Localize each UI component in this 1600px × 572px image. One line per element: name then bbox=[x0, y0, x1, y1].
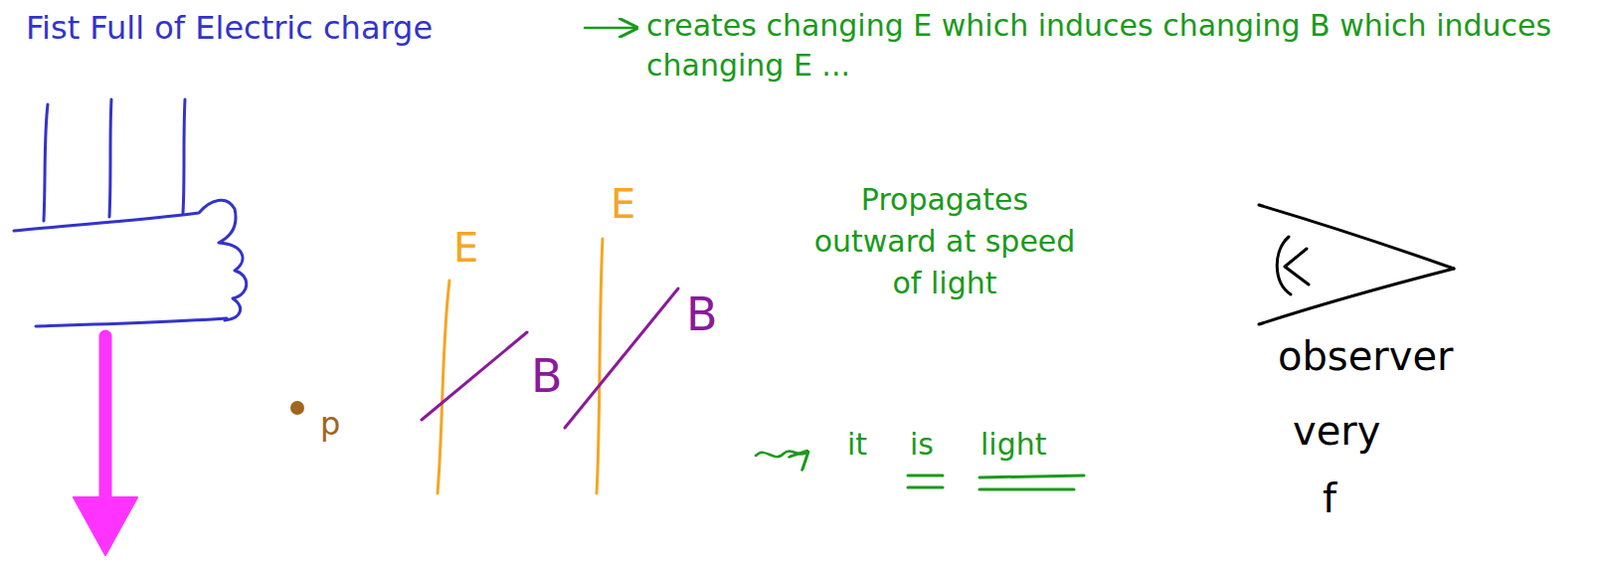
observer-note: f bbox=[1322, 475, 1337, 522]
hand-outline bbox=[13, 199, 247, 321]
conclusion-word: light bbox=[980, 427, 1048, 463]
wrist-line bbox=[35, 318, 227, 327]
point-label: p bbox=[320, 405, 341, 443]
arrow bbox=[584, 26, 637, 30]
finger-line bbox=[109, 99, 112, 217]
eye-drawing bbox=[1258, 204, 1454, 325]
b-field-lines bbox=[421, 288, 679, 428]
field-symbol: B bbox=[686, 288, 718, 342]
propagation-note: Propagates outward at speed of light bbox=[795, 178, 1094, 305]
finger-line bbox=[43, 104, 48, 221]
field-symbol: E bbox=[610, 180, 636, 227]
explanation-note: creates changing E which induces changin… bbox=[646, 5, 1562, 86]
conclusion-word: it bbox=[847, 427, 868, 463]
conclusion-word: is bbox=[909, 427, 934, 463]
squiggle-arrow bbox=[755, 450, 808, 457]
title-note: Fist Full of Electric charge bbox=[25, 9, 433, 47]
underlines bbox=[907, 475, 1084, 490]
e-field-lines bbox=[437, 238, 603, 494]
observer-note: observer bbox=[1277, 333, 1453, 379]
finger-line bbox=[182, 99, 185, 213]
point-dot bbox=[290, 400, 305, 415]
field-symbol: E bbox=[453, 224, 479, 271]
fist-drawing bbox=[13, 99, 247, 327]
observer-note: very bbox=[1292, 407, 1381, 454]
motion-arrow bbox=[73, 336, 138, 555]
field-symbol: B bbox=[531, 350, 563, 403]
